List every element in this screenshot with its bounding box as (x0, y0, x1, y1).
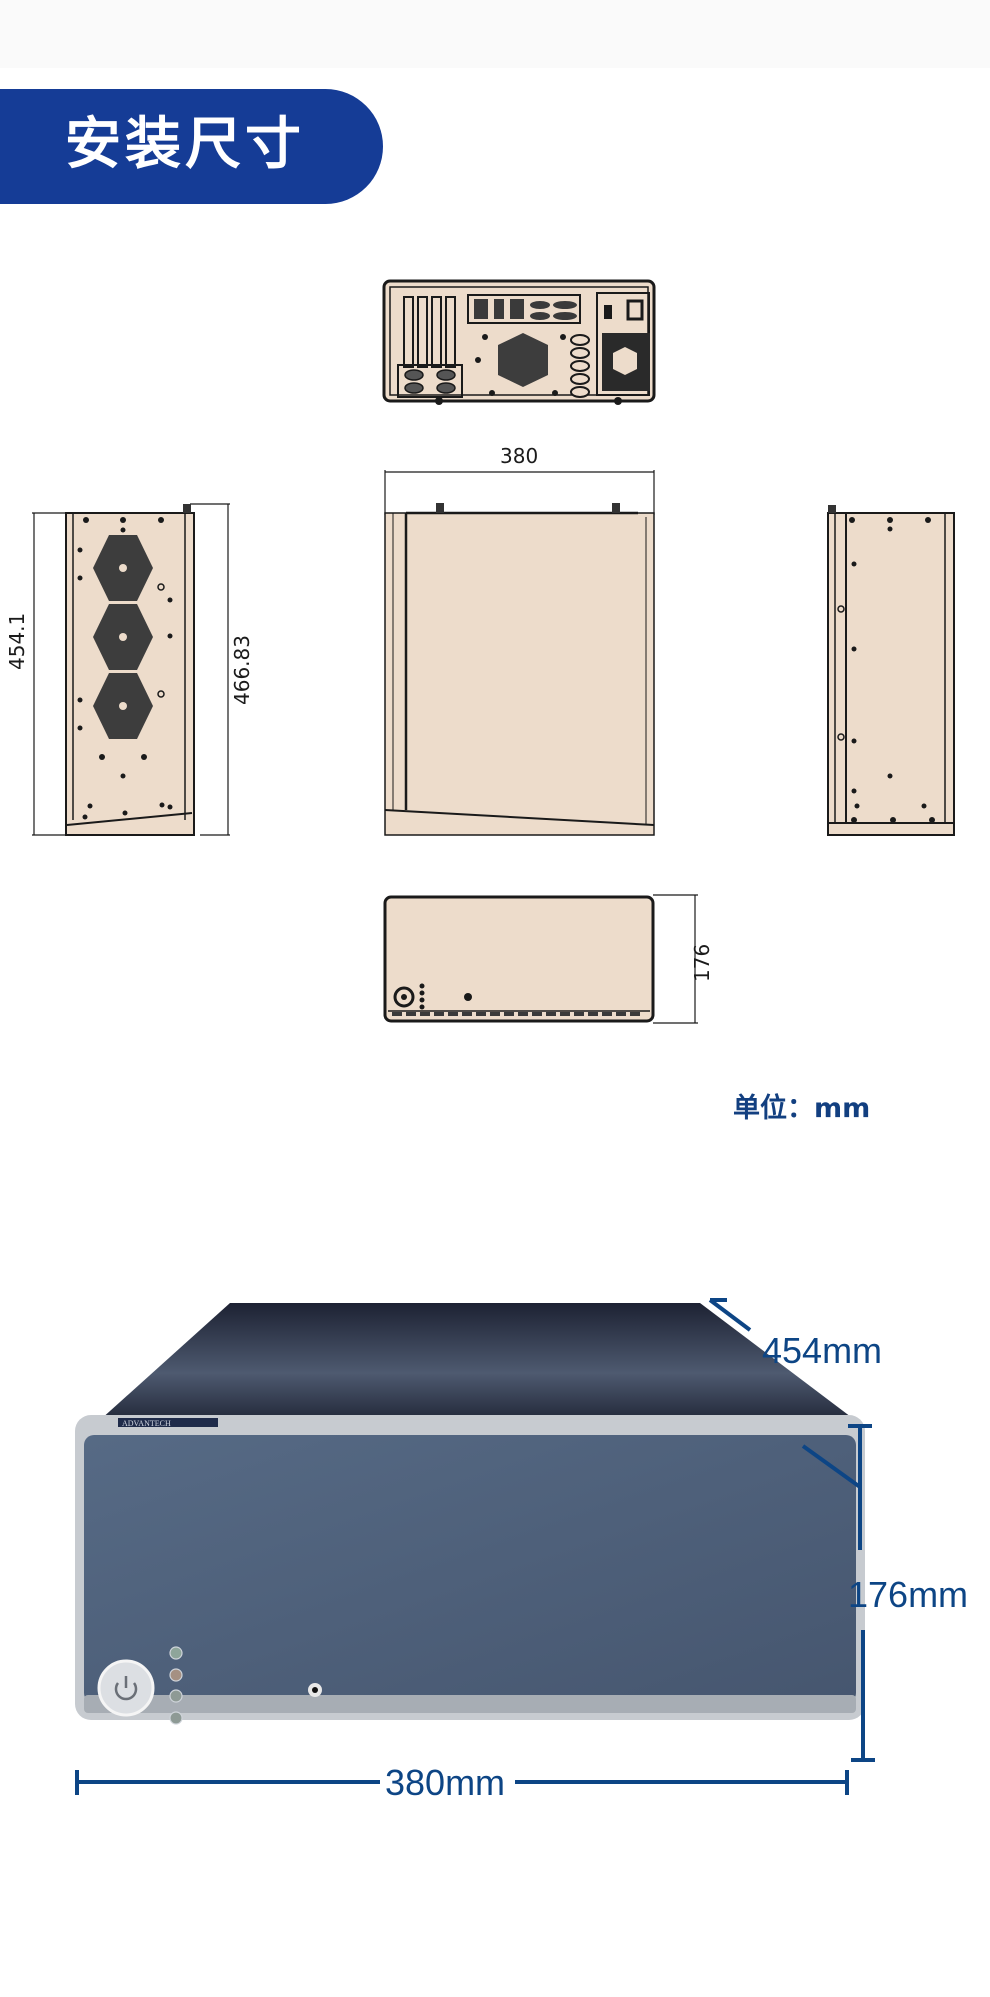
right-side-view-drawing (827, 505, 955, 836)
depth-dimension: 454mm (762, 1330, 883, 1371)
section-header: 安装尺寸 (0, 89, 383, 204)
unit-note: 单位：mm (733, 1093, 871, 1124)
rear-view-drawing (382, 279, 656, 405)
dimension-380: 380 (500, 444, 539, 468)
dimension-466-83: 466.83 (230, 635, 254, 705)
front-view-drawing (383, 894, 698, 1024)
dimension-454-1: 454.1 (5, 612, 29, 670)
product-photo: ADVANTECH (75, 1298, 875, 1795)
left-side-view-drawing (32, 503, 230, 836)
top-band (0, 0, 990, 68)
brand-plate: ADVANTECH (122, 1419, 171, 1428)
dimension-176: 176 (690, 943, 714, 982)
height-dimension: 176mm (848, 1574, 969, 1615)
top-view-drawing (384, 470, 655, 836)
section-title: 安装尺寸 (65, 112, 305, 177)
width-dimension: 380mm (385, 1762, 506, 1803)
